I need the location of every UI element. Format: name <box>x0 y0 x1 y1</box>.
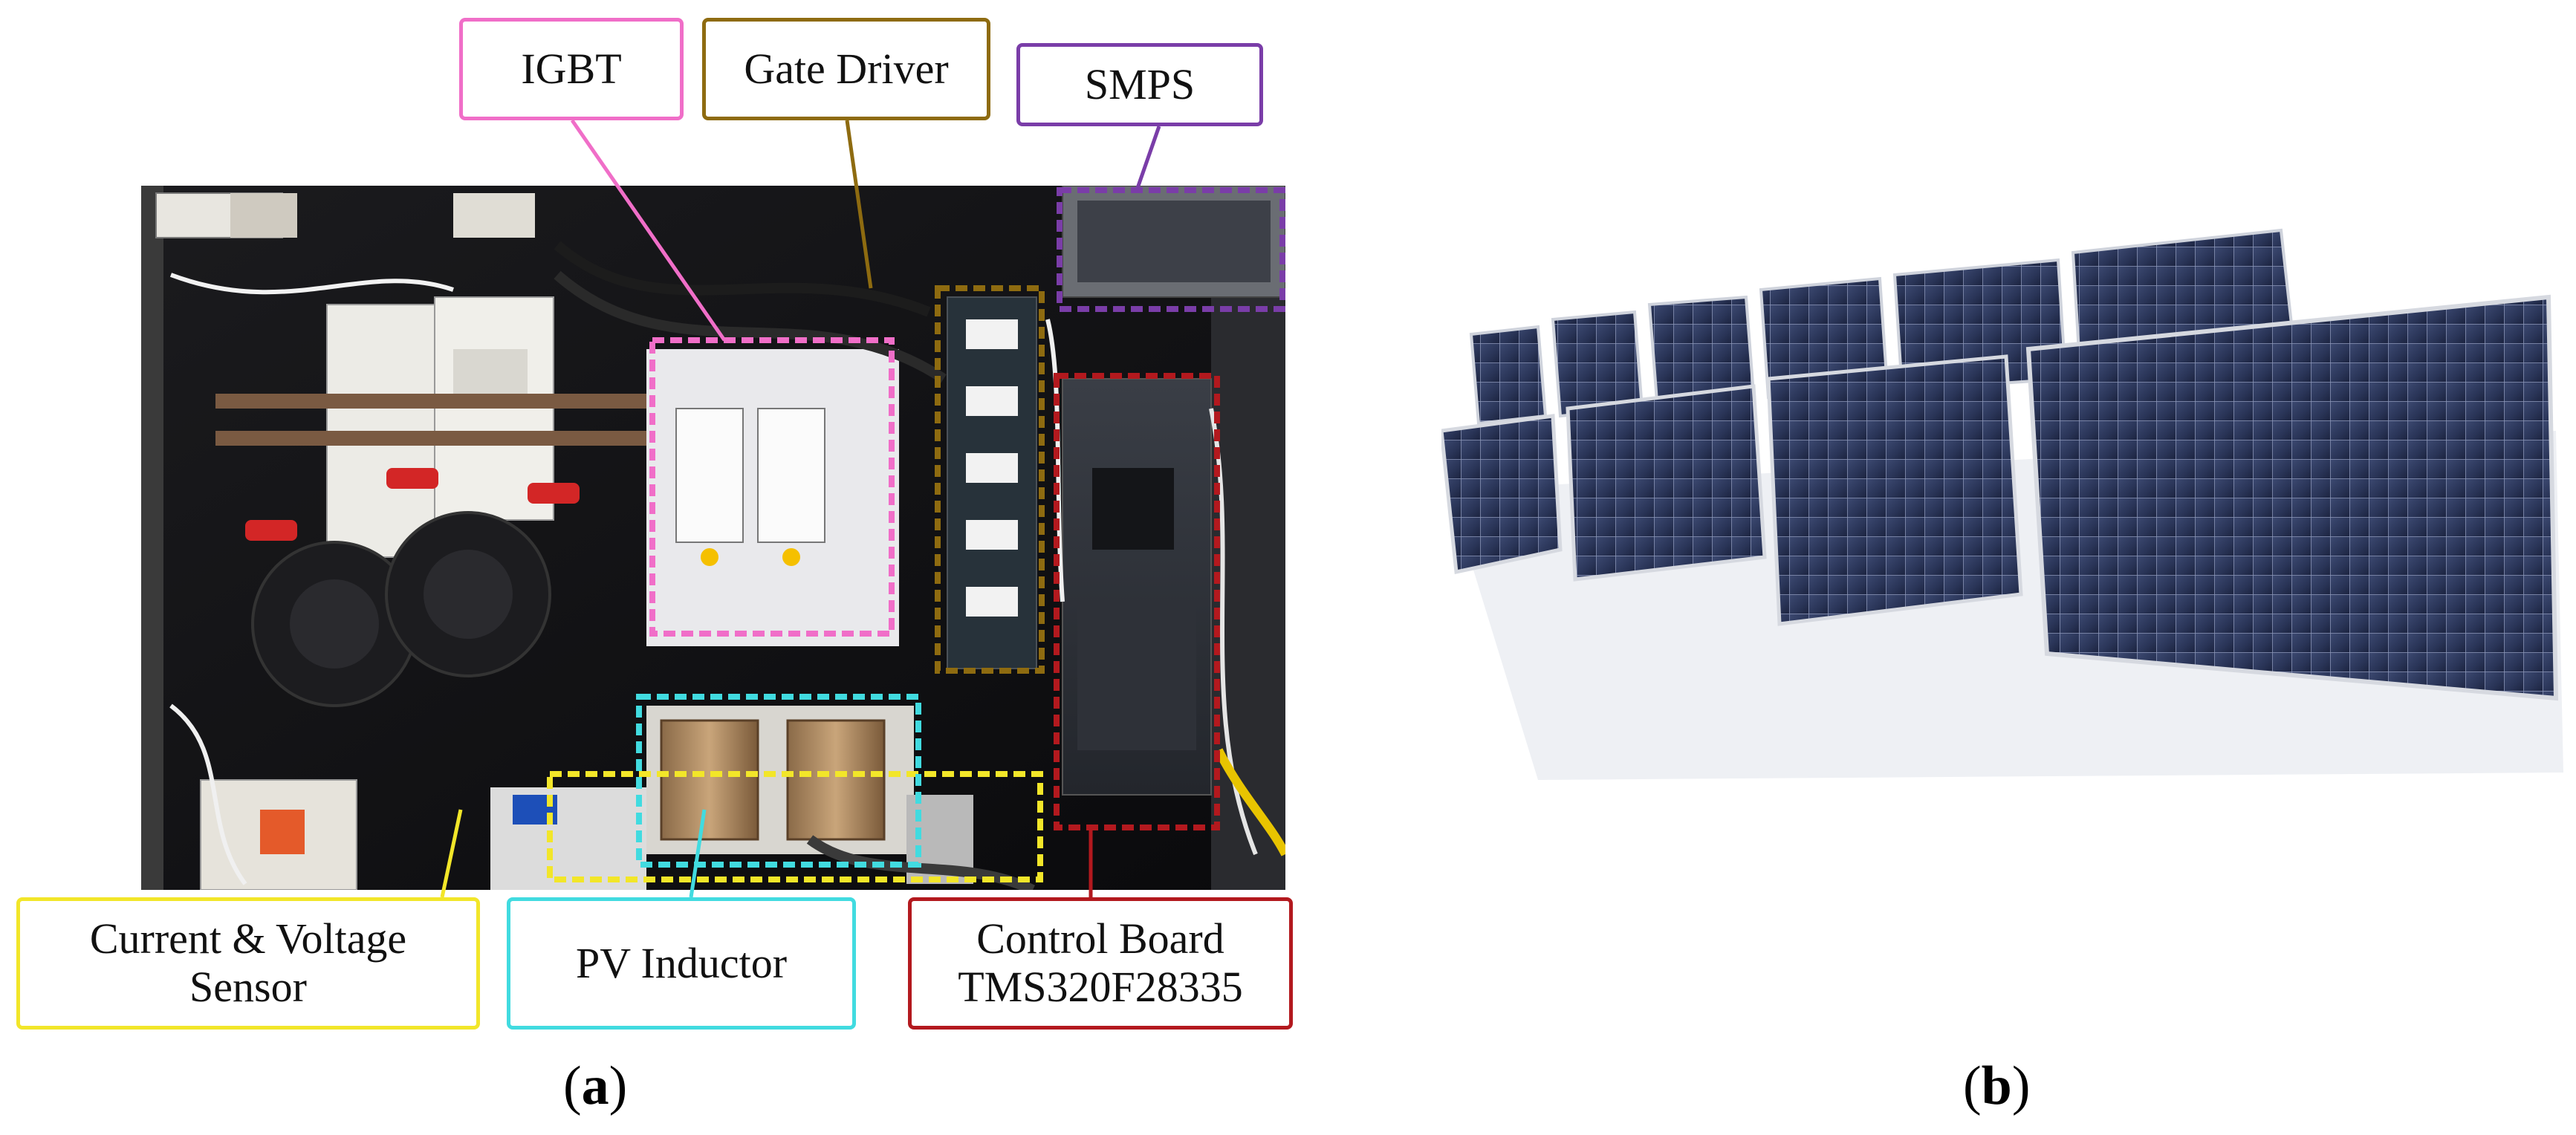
control-board-label-line1: Control Board <box>976 914 1224 963</box>
pv-inductor-label: PV Inductor <box>575 938 788 987</box>
panel-b-letter: b <box>1981 1056 2012 1116</box>
panel-a-open-paren: ( <box>563 1056 582 1116</box>
sensor-callout: Current & Voltage Sensor <box>16 897 480 1030</box>
panel-b-open-paren: ( <box>1963 1056 1982 1116</box>
control-board-callout: Control Board TMS320F28335 <box>908 897 1293 1030</box>
pv-inductor-callout: PV Inductor <box>507 897 856 1030</box>
panel-label-b: (b) <box>1963 1055 2030 1118</box>
gate-driver-label: Gate Driver <box>744 44 949 93</box>
control-board-label-line2: TMS320F28335 <box>958 963 1243 1011</box>
smps-leader <box>1135 126 1161 191</box>
hardware-photo-drawing <box>141 186 1285 890</box>
gate-driver-callout: Gate Driver <box>702 18 990 120</box>
panel-a-letter: a <box>581 1056 609 1116</box>
sensor-label-line2: Sensor <box>189 963 307 1011</box>
panel-label-a: (a) <box>563 1055 627 1118</box>
igbt-callout: IGBT <box>459 18 684 120</box>
panel-b-close-paren: ) <box>2011 1056 2031 1116</box>
solar-panels-drawing <box>1441 208 2576 795</box>
igbt-label: IGBT <box>521 44 622 93</box>
solar-panels-photo <box>1441 208 2576 795</box>
sensor-label-line1: Current & Voltage <box>89 914 407 963</box>
hardware-photo <box>141 186 1285 890</box>
smps-callout: SMPS <box>1016 43 1263 126</box>
panel-a-close-paren: ) <box>609 1056 628 1116</box>
smps-label: SMPS <box>1084 59 1195 108</box>
